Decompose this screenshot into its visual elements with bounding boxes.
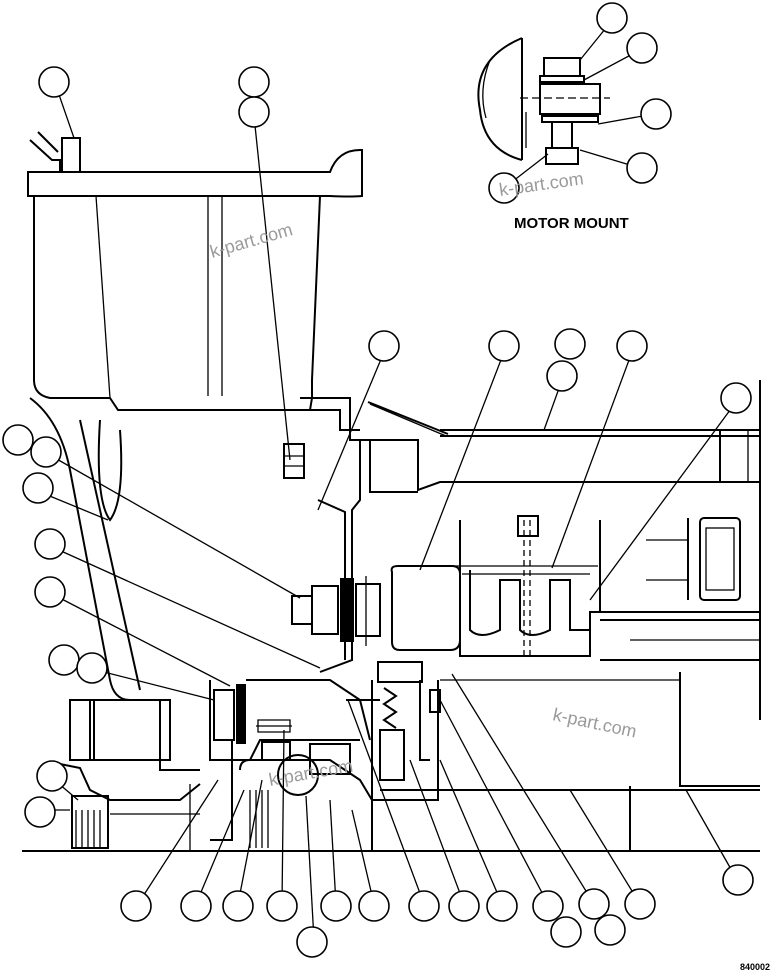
callout-balloon [448,890,480,922]
callout-balloon [596,2,628,34]
callout-balloon [358,890,390,922]
callout-balloon [76,652,108,684]
callout-balloon [34,528,66,560]
callout-balloon [30,436,62,468]
motor-mount-inset [477,37,610,165]
callout-balloon [578,888,610,920]
callout-balloon [238,66,270,98]
callout-balloons [2,2,754,958]
callout-balloon [626,152,658,184]
watermark-top: k-part.com [208,219,295,262]
watermark-right: k-part.com [551,704,638,741]
callout-balloon [626,32,658,64]
callout-balloon [48,644,80,676]
motor-adapter [646,517,741,601]
callout-balloon [640,98,672,130]
callout-balloon [554,328,586,360]
callout-balloon [266,890,298,922]
leader-lines [39,17,737,941]
callout-balloon [408,890,440,922]
callout-balloon [486,890,518,922]
hatch-center [249,790,269,848]
callout-balloon [38,66,70,98]
inset-label: MOTOR MOUNT [514,215,629,232]
callout-balloon [550,916,582,948]
upper-nut [283,443,305,479]
callout-balloon [532,890,564,922]
callout-balloon [488,330,520,362]
callout-balloon [222,890,254,922]
callout-balloon [180,890,212,922]
callout-balloon [34,576,66,608]
callout-balloon [488,172,520,204]
callout-balloon [120,890,152,922]
watermark-inset: k-part.com [498,168,585,200]
center-bolt [291,565,461,651]
lower-shaft [39,672,760,851]
hatch-left [75,810,101,848]
callout-balloon [594,914,626,946]
support-arm [29,397,360,701]
callout-balloon [722,864,754,896]
motor-bracket [27,131,363,411]
callout-balloon [238,96,270,128]
callout-balloon [546,360,578,392]
callout-balloon [320,890,352,922]
figure-code: 840002 [740,962,770,972]
callout-balloon [368,330,400,362]
callout-balloon [36,760,68,792]
callout-balloon [616,330,648,362]
pump-housing [300,380,761,720]
impeller-stack [450,515,760,661]
callout-balloon [720,382,752,414]
seal-assembly [69,661,441,850]
callout-balloon [624,888,656,920]
callout-balloon [22,472,54,504]
callout-balloon [2,424,34,456]
callout-balloon [296,926,328,958]
callout-balloon [24,796,56,828]
